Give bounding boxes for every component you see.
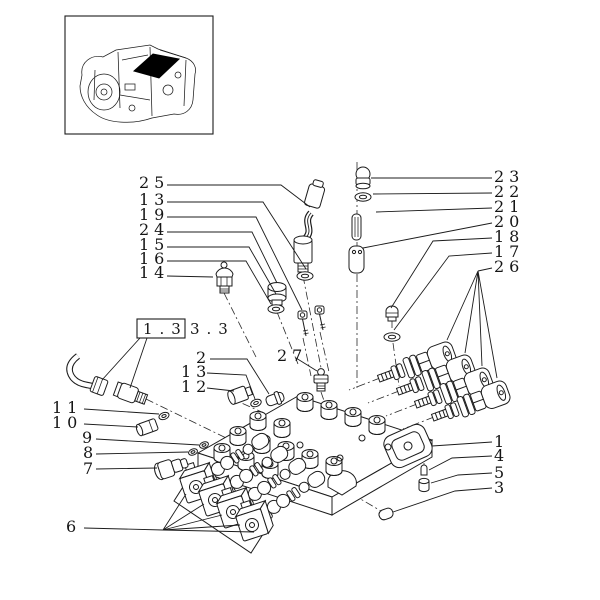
transmission-housing-sketch (79, 44, 196, 123)
washer-13-upper (296, 271, 314, 281)
leader-11 (83, 408, 160, 415)
ring-13-lower (250, 398, 262, 408)
callout-5: 5 (494, 463, 509, 482)
leader-13b (206, 372, 256, 400)
callout-18: 18 (494, 227, 524, 246)
ring-11 (158, 411, 170, 421)
callout-6: 6 (66, 517, 81, 536)
elbow-fitting (112, 381, 149, 405)
washer-22 (354, 192, 372, 202)
pin-2 (265, 391, 285, 407)
plug-24-15 (267, 282, 287, 306)
callout-7: 7 (83, 459, 98, 478)
callout-2: 2 (196, 348, 211, 367)
callout-19: 19 (139, 205, 169, 224)
leader-15 (167, 246, 277, 295)
valve-block-end-cap (383, 423, 433, 469)
leader-17 (393, 252, 493, 331)
callout-11: 11 (52, 398, 82, 417)
cup-5 (418, 477, 430, 493)
callout-14: 14 (139, 263, 169, 282)
leader-9 (95, 438, 200, 446)
callout-9: 9 (82, 428, 97, 447)
leader-6-fan (83, 493, 255, 533)
callout-21: 21 (494, 197, 524, 216)
reference-boxed-code: 1.3 (143, 320, 188, 338)
leader-12 (206, 387, 235, 392)
plug-cap-23 (355, 166, 371, 190)
leader-25 (167, 184, 311, 208)
leader-19 (167, 216, 303, 311)
sensor-14 (215, 261, 234, 294)
callout-1: 1 (494, 432, 509, 451)
leader-27 (295, 357, 318, 372)
leader-16 (167, 260, 272, 305)
leader-7 (95, 467, 158, 470)
callout-22: 22 (494, 182, 524, 201)
callout-27: 27 (277, 346, 307, 365)
plug-7 (154, 458, 189, 481)
leader-18 (390, 237, 493, 309)
callout-3: 3 (494, 478, 509, 497)
reference-suffix-code: 3.3 (190, 320, 235, 338)
leader-reference-box (101, 337, 148, 389)
callout-8: 8 (83, 443, 98, 462)
valve-27 (313, 368, 329, 392)
callout-4: 4 (494, 446, 509, 465)
callout-12: 12 (181, 377, 211, 396)
leader-lines (83, 177, 498, 533)
callout-25: 25 (139, 173, 169, 192)
leader-8 (95, 451, 189, 455)
leader-24 (167, 231, 278, 284)
highlighted-section (132, 53, 181, 79)
elbow-tube-assembly (66, 353, 149, 405)
leader-1 (431, 441, 493, 447)
callout-15: 15 (139, 235, 169, 254)
leader-13 (167, 201, 307, 270)
thumbnail-border (64, 15, 214, 135)
callout-13-lower: 13 (181, 362, 211, 381)
plug-3 (378, 507, 394, 521)
section-reference: 1.3 3.3 (136, 318, 235, 339)
pin-4 (420, 464, 428, 476)
pin-21-detail (354, 217, 359, 237)
right-solenoid-bank (374, 339, 513, 430)
leader-5 (430, 472, 493, 484)
washer-17 (383, 332, 401, 342)
leader-20 (362, 222, 493, 249)
bolt-18 (385, 305, 399, 322)
callout-13: 13 (139, 190, 169, 209)
callout-10: 10 (52, 413, 82, 432)
leader-14 (166, 275, 214, 278)
pin-21 (351, 213, 362, 241)
washer-16 (267, 304, 285, 314)
leader-10 (83, 423, 139, 428)
callout-labels: 25 13 19 24 15 16 14 23 22 21 20 18 17 2… (52, 167, 524, 536)
callout-16: 16 (139, 249, 169, 268)
leader-2 (210, 358, 270, 395)
leader-3 (392, 487, 493, 513)
callout-17: 17 (494, 242, 524, 261)
leader-22 (372, 192, 493, 195)
leader-26-fan (446, 267, 498, 379)
leader-21 (375, 207, 493, 213)
cable-sensor-25 (293, 179, 326, 273)
reference-box (136, 318, 186, 339)
callout-23: 23 (494, 167, 524, 186)
socket-bolts-19 (297, 305, 326, 337)
callout-20: 20 (494, 212, 524, 231)
plug-10 (135, 418, 159, 437)
callout-26: 26 (494, 257, 524, 276)
cartridge-20 (348, 245, 365, 274)
rings-9-8 (188, 441, 209, 456)
leader-4 (428, 455, 493, 471)
plug-12 (227, 385, 254, 405)
overview-thumbnail (64, 15, 214, 135)
callout-24: 24 (139, 220, 169, 239)
